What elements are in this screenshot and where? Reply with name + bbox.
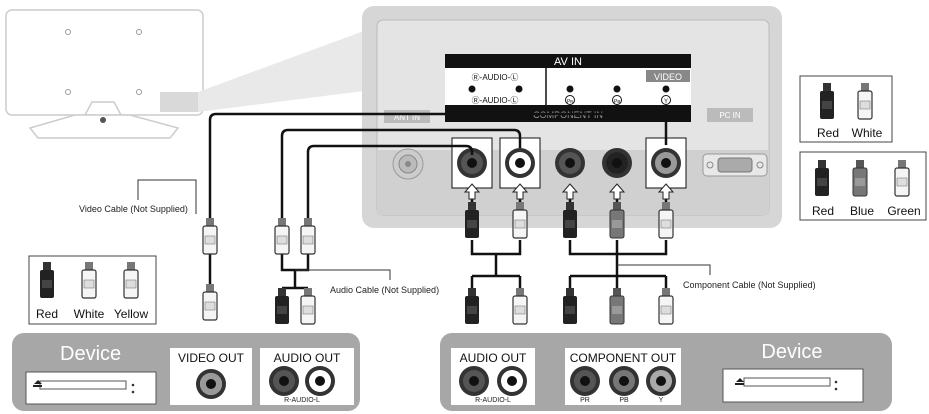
component-legend-blue: Blue bbox=[850, 204, 874, 218]
audio-lr-bottom: Ⓡ-AUDIO-Ⓛ bbox=[472, 96, 519, 105]
pb-symbol: Pʙ bbox=[614, 99, 620, 105]
av-legend-white: White bbox=[74, 307, 105, 321]
white-plug bbox=[512, 287, 528, 325]
right-audio-out-label: AUDIO OUT bbox=[460, 351, 527, 365]
pb-out-label: PB bbox=[619, 397, 629, 404]
audio-cable-label: Audio Cable (Not Supplied) bbox=[330, 285, 439, 295]
left-audio-sub: R-AUDIO-L bbox=[284, 397, 320, 404]
right-audio-r-jack bbox=[459, 366, 489, 396]
blue-plug bbox=[609, 287, 625, 325]
component-legend-green: Green bbox=[887, 204, 920, 218]
audio-legend-red: Red bbox=[817, 126, 839, 140]
left-device-panel: Device VIDEO OUT AUDIO OUT R-AUDIO-L bbox=[12, 333, 360, 411]
pr-in-jack bbox=[555, 148, 585, 178]
component-legend: Red Blue Green bbox=[799, 151, 927, 221]
tv-illustration bbox=[5, 9, 372, 139]
tv-back-panel: AV IN Ⓡ-AUDIO-Ⓛ VIDEO Ⓡ-AUDIO-Ⓛ Pʀ Pʙ Y … bbox=[362, 6, 782, 228]
pr-out-jack bbox=[570, 366, 600, 396]
pc-in-label: PC IN bbox=[719, 111, 741, 120]
ant-in-label: ANT IN bbox=[394, 113, 420, 122]
cables bbox=[137, 112, 711, 300]
red-plug bbox=[300, 217, 316, 255]
right-audio-sub: R-AUDIO-L bbox=[475, 397, 511, 404]
left-audio-l-jack bbox=[305, 366, 335, 396]
left-audio-r-jack bbox=[269, 366, 299, 396]
audio-legend: Red White bbox=[799, 75, 893, 143]
video-cable-label: Video Cable (Not Supplied) bbox=[79, 204, 188, 214]
component-out-label: COMPONENT OUT bbox=[570, 351, 677, 365]
av-legend-red: Red bbox=[36, 307, 58, 321]
pr-out-label: PR bbox=[580, 397, 590, 404]
pr-symbol: Pʀ bbox=[567, 99, 573, 105]
yellow-plug bbox=[202, 217, 218, 255]
right-audio-l-jack bbox=[497, 366, 527, 396]
component-legend-red: Red bbox=[812, 204, 834, 218]
av-in-title: AV IN bbox=[554, 56, 582, 68]
video-out-label: VIDEO OUT bbox=[178, 351, 245, 365]
y-out-label: Y bbox=[659, 397, 664, 404]
audio-lr-top: Ⓡ-AUDIO-Ⓛ bbox=[472, 73, 519, 82]
right-device-panel: AUDIO OUT R-AUDIO-L COMPONENT OUT PR PB … bbox=[440, 333, 892, 411]
av-legend: Red White Yellow bbox=[28, 255, 157, 325]
av-legend-yellow: Yellow bbox=[114, 307, 149, 321]
red-plug bbox=[465, 288, 479, 324]
white-plug bbox=[300, 287, 316, 325]
audio-l-in-jack bbox=[505, 148, 535, 178]
red-plug bbox=[563, 288, 577, 324]
red-plug bbox=[275, 288, 289, 324]
left-audio-out-label: AUDIO OUT bbox=[274, 351, 341, 365]
component-cable-label: Component Cable (Not Supplied) bbox=[683, 280, 816, 290]
yellow-plug bbox=[202, 283, 218, 321]
audio-legend-white: White bbox=[852, 126, 883, 140]
right-device-name: Device bbox=[761, 341, 822, 363]
y-symbol: Y bbox=[664, 99, 668, 105]
green-plug bbox=[658, 287, 674, 325]
video-label: VIDEO bbox=[654, 72, 682, 82]
white-plug bbox=[274, 217, 290, 255]
left-device-name: Device bbox=[60, 343, 121, 365]
